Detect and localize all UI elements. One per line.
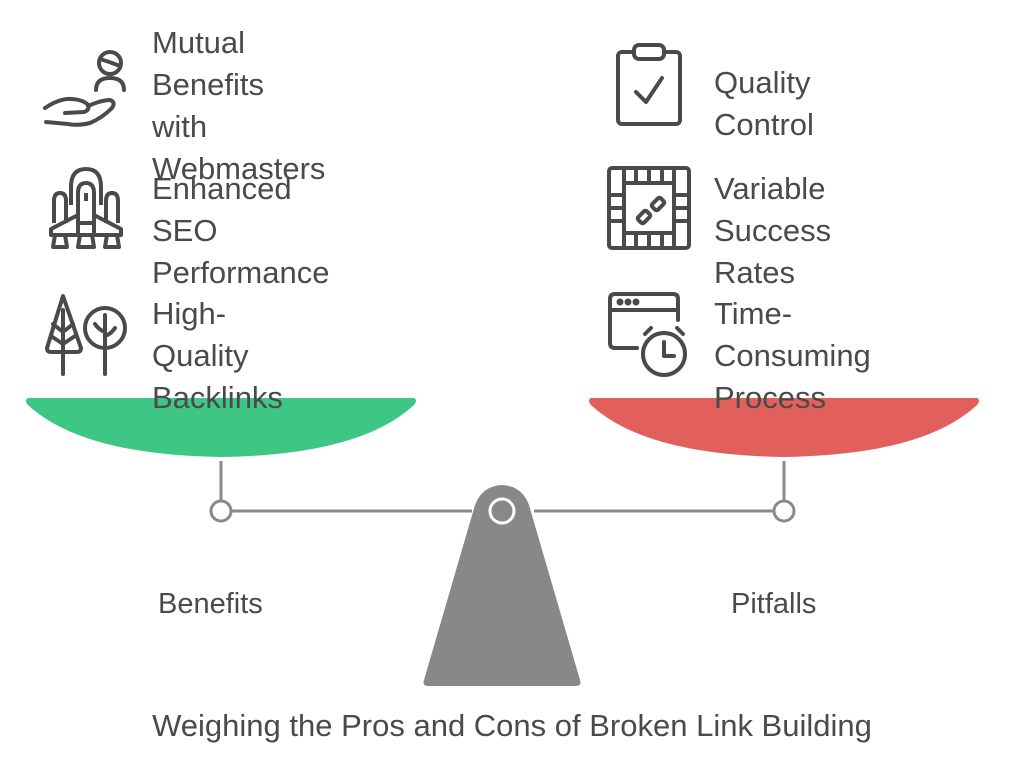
benefits-joint (209, 499, 233, 523)
benefits-label: Benefits (158, 588, 263, 620)
pitfall-label: Quality Control (714, 65, 814, 142)
benefit-label: Enhanced SEO Performance (152, 171, 330, 290)
board-game-dice-icon (607, 166, 691, 250)
pitfall-label: Variable Success Rates (714, 171, 832, 290)
fulcrum-pivot (488, 497, 516, 525)
pitfall-label: Time-Consuming Process (714, 296, 871, 415)
space-shuttle-icon (49, 167, 123, 249)
pitfalls-label: Pitfalls (731, 588, 817, 620)
pitfalls-joint (772, 499, 796, 523)
browser-clock-icon (608, 292, 687, 377)
benefit-label: High-Quality Backlinks (152, 296, 283, 415)
fulcrum (423, 485, 581, 686)
trees-icon (45, 294, 127, 376)
benefits-pan (26, 398, 416, 457)
pitfalls-pan (589, 398, 979, 457)
benefit-label: Mutual Benefits with Webmasters (152, 25, 326, 186)
diagram-title: Weighing the Pros and Cons of Broken Lin… (152, 708, 872, 743)
clipboard-check-icon (616, 43, 682, 126)
hand-person-icon (43, 50, 126, 127)
